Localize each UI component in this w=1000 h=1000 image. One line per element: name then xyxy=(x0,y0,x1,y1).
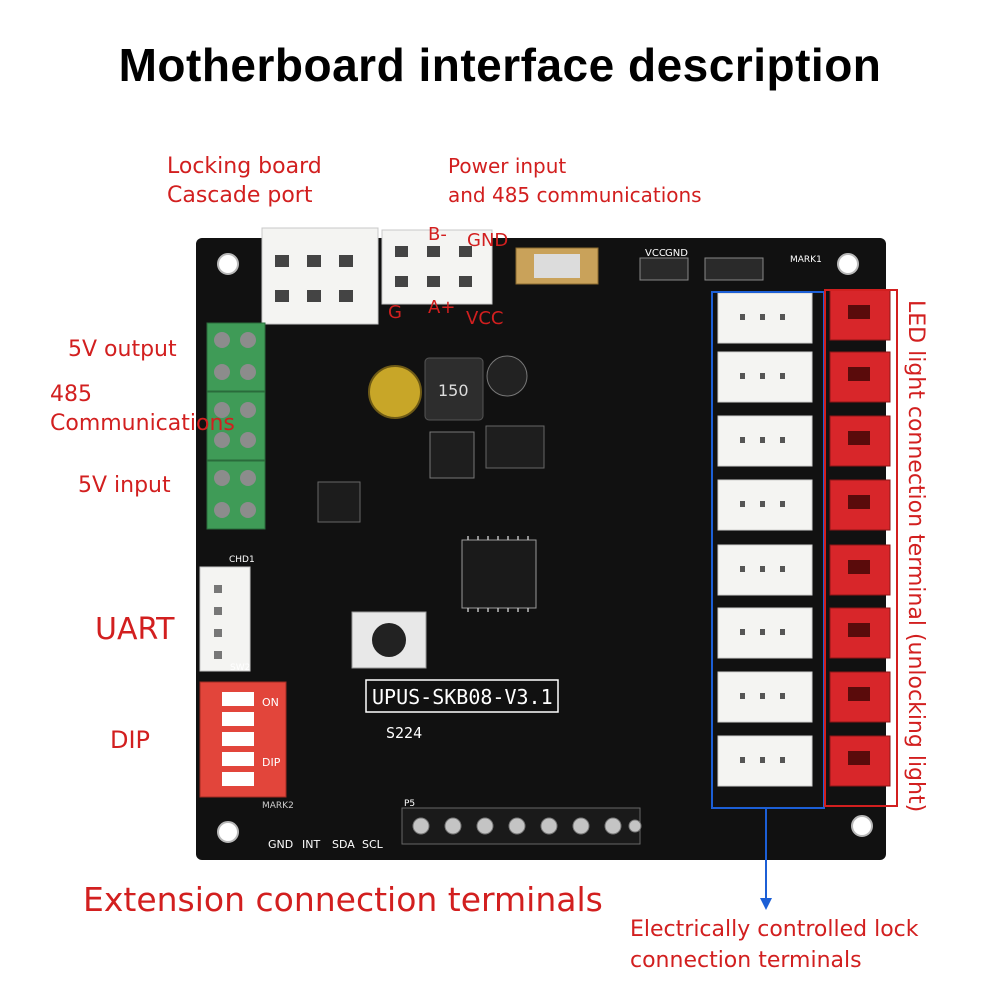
terminal-block-5v-input xyxy=(206,460,266,530)
p5-text: P5 xyxy=(404,799,415,809)
mounting-holes xyxy=(217,253,873,843)
led-connector-slots xyxy=(848,305,870,765)
power-input-connector xyxy=(381,229,493,305)
mark1-text: MARK1 xyxy=(790,255,822,265)
bottom-pin-labels: GND INT SDA SCL xyxy=(268,838,384,851)
pin-g: G xyxy=(388,302,402,323)
terminal-block-5v-output xyxy=(206,322,266,392)
extension-terminals-label: Extension connection terminals xyxy=(83,880,603,919)
led-terminal-box xyxy=(824,289,898,807)
small-capacitor xyxy=(486,355,528,397)
page-title: Motherboard interface description xyxy=(118,39,882,91)
lock-terminals-label: Electrically controlled lock connection … xyxy=(630,914,919,976)
pin-gnd: GND xyxy=(268,838,293,851)
chd1-text: CHD1 xyxy=(229,555,255,565)
ic-chip-small xyxy=(485,425,545,469)
power-input-line2: and 485 communications xyxy=(448,183,702,207)
comm-485-line1: 485 xyxy=(50,382,92,407)
dip-label: DIP xyxy=(110,726,151,754)
dip-dip-text: DIP xyxy=(262,756,281,769)
cascade-port-connector xyxy=(261,227,379,325)
extension-terminal-screws xyxy=(412,817,642,835)
top-header-pins xyxy=(639,257,764,281)
lock-connector-pins xyxy=(740,314,785,763)
code-text: S224 xyxy=(386,724,422,742)
locking-board-line1: Locking board xyxy=(167,154,322,179)
ic-chip-485 xyxy=(317,481,361,523)
power-input-label: Power input and 485 communications xyxy=(448,152,702,210)
header-vcc-text: VCC xyxy=(645,248,666,259)
mcu-chip xyxy=(461,536,537,612)
locking-board-label: Locking board Cascade port xyxy=(167,152,322,210)
inductor-text: 150 xyxy=(438,381,469,400)
model-text: UPUS-SKB08-V3.1 xyxy=(372,685,553,709)
lock-terminals-line2: connection terminals xyxy=(630,948,862,973)
pin-a-plus: A+ xyxy=(428,297,456,318)
mark2-text: MARK2 xyxy=(262,801,294,811)
lock-arrow-head xyxy=(760,898,772,910)
pin-b-minus: B- xyxy=(428,224,447,245)
pin-sda: SDA xyxy=(332,838,355,851)
power-input-line1: Power input xyxy=(448,154,567,178)
electrolytic-capacitor xyxy=(368,365,422,419)
header-gnd-text: GND xyxy=(665,248,688,259)
pin-scl: SCL xyxy=(362,838,384,851)
terminal-block-485 xyxy=(206,391,266,461)
pin-gnd: GND xyxy=(467,230,509,251)
uart-connector xyxy=(199,566,251,672)
dip-switch-toggles xyxy=(222,692,254,786)
pin-vcc: VCC xyxy=(466,308,504,329)
five-v-output-label: 5V output xyxy=(68,337,177,362)
comm-485-line2: Communications xyxy=(50,411,235,436)
uart-label: UART xyxy=(95,612,175,647)
regulator xyxy=(429,431,475,479)
model-box xyxy=(365,679,559,713)
sw2-text: SW2 xyxy=(230,663,250,673)
five-v-input-label: 5V input xyxy=(78,473,171,498)
lock-terminals-line1: Electrically controlled lock xyxy=(630,917,919,942)
pin-int: INT xyxy=(302,838,320,851)
led-terminal-label: LED light connection terminal (unlocking… xyxy=(903,300,928,813)
comm-485-label: 485 Communications xyxy=(50,380,235,438)
inductor xyxy=(424,357,484,421)
dip-on-text: ON xyxy=(262,696,279,709)
locking-board-line2: Cascade port xyxy=(167,183,313,208)
